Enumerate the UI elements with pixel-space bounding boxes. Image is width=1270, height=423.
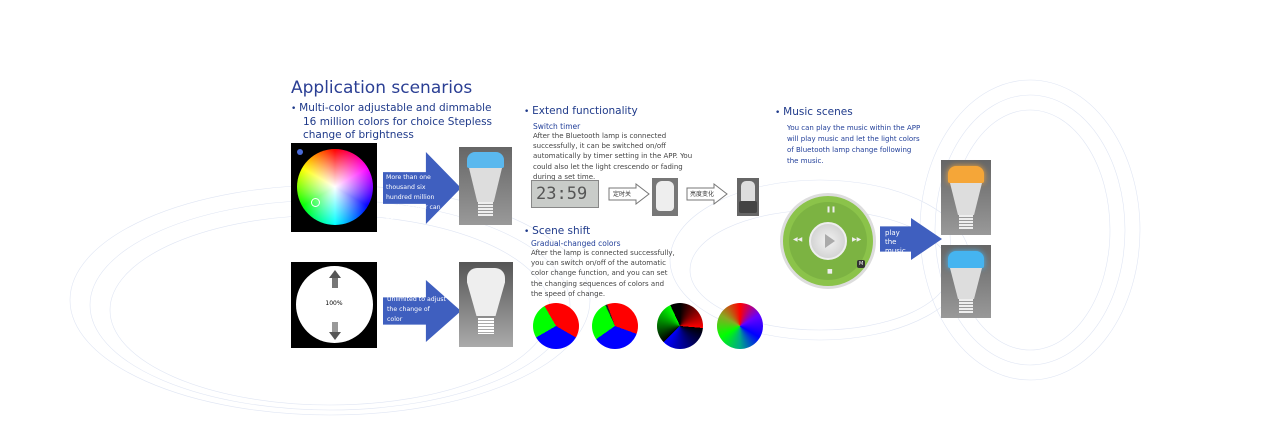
section2-heading: Extend functionality bbox=[524, 105, 638, 117]
section2-subheading: Switch timer bbox=[533, 122, 581, 131]
arrow-1-text: More than one thousand six hundred milli… bbox=[386, 174, 441, 221]
color-sequence-pie-2 bbox=[592, 303, 638, 349]
bulb-dim-image bbox=[737, 178, 759, 216]
play-icon bbox=[825, 234, 835, 248]
color-sequence-pie-1 bbox=[533, 303, 579, 349]
section2-paragraph: After the Bluetooth lamp is connected su… bbox=[533, 132, 693, 181]
bulb-blue-music-image bbox=[941, 245, 991, 318]
bulb-white-image bbox=[459, 262, 513, 347]
play-button[interactable] bbox=[809, 222, 847, 260]
page-title: Application scenarios bbox=[291, 78, 473, 98]
color-sequence-pie-3 bbox=[657, 303, 703, 349]
section1-heading: Multi-color adjustable and dimmable 16 m… bbox=[291, 102, 492, 142]
music-player-control[interactable]: ❚❚ ◀◀ ▶▶ ■ M bbox=[780, 193, 876, 289]
player-badge: M bbox=[857, 260, 866, 268]
stop-icon[interactable]: ■ bbox=[827, 268, 833, 275]
bulb-timer-image bbox=[652, 178, 678, 216]
color-wheel[interactable] bbox=[297, 149, 373, 225]
brightness-image: 100% bbox=[291, 262, 377, 348]
next-icon[interactable]: ▶▶ bbox=[852, 236, 862, 243]
section3-paragraph: After the lamp is connected successfully… bbox=[531, 249, 675, 298]
section4-paragraph: You can play the music within the APP wi… bbox=[787, 124, 921, 165]
outline-arrow-2: 亮度变化 bbox=[686, 182, 728, 206]
section3-subheading: Gradual-changed colors bbox=[531, 239, 621, 248]
outline-arrow-1: 定时关 bbox=[608, 182, 650, 206]
bulb-orange-image bbox=[941, 160, 991, 235]
section3-heading: Scene shift bbox=[524, 225, 590, 237]
bulb-blue-image bbox=[459, 147, 512, 225]
pause-icon[interactable]: ❚❚ bbox=[826, 206, 837, 213]
section4-heading: Music scenes bbox=[775, 106, 853, 118]
clock-display: 23:59 bbox=[531, 180, 599, 208]
brightness-value: 100% bbox=[325, 300, 343, 307]
play-music-text: play the music bbox=[885, 229, 906, 255]
arrow-2-text: Unlimited to adjust the change of color bbox=[387, 296, 446, 323]
previous-icon[interactable]: ◀◀ bbox=[793, 236, 803, 243]
color-sequence-pie-4 bbox=[717, 303, 763, 349]
color-wheel-image bbox=[291, 143, 377, 232]
